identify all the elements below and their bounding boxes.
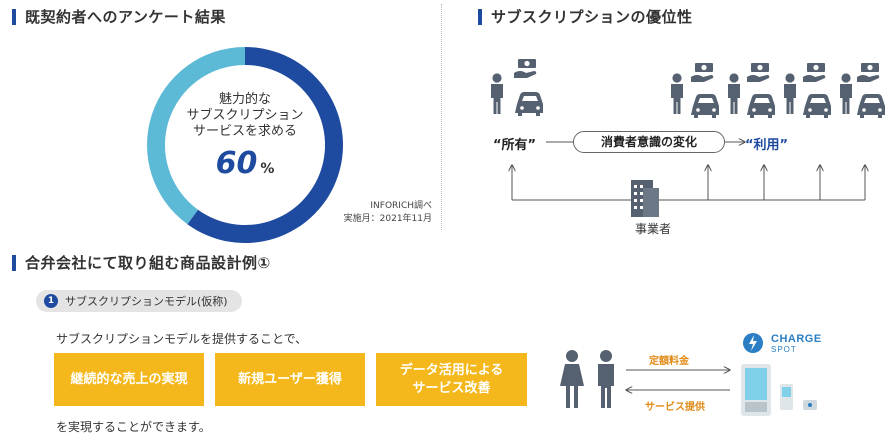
person-icon [491,73,503,114]
building-icon [631,180,659,217]
benefit-box-revenue: 継続的な売上の実現 [54,353,204,406]
model-pill-label: サブスクリプションモデル(仮称) [65,295,228,308]
car-icon [691,94,719,118]
donut-slice-other [147,47,245,225]
source-line1: INFORICH調べ [370,201,432,211]
ownership-label: “所有” [493,138,537,153]
benefit-label: 継続的な売上の実現 [70,371,188,387]
money-hand-icon [514,59,537,78]
consumer-change-pill: 消費者意識の変化 [573,131,725,153]
car-icon [747,94,775,118]
benefit-label-line2: サービス改善 [412,380,491,396]
benefit-box-data: データ活用による サービス改善 [376,353,527,406]
advantage-section-title: サブスクリプションの優位性 [478,6,693,27]
source-line2: 実施月：2021年11月 [343,214,432,224]
person-icon [671,73,683,114]
title-accent-bar [12,254,16,271]
donut-center-text: 魅力的な サブスクリプション サービスを求める [165,92,325,140]
charging-station-icon [741,364,817,416]
person-icon [840,73,852,114]
service-label: サービス提供 [645,402,705,413]
donut-text-line2: サブスクリプション [186,108,304,123]
percent-value: 60 [215,146,258,181]
man-icon [598,350,614,408]
usage-label: “利用” [745,138,789,153]
car-icon [857,94,885,118]
donut-slice-want [187,47,343,243]
advantage-title: サブスクリプションの優位性 [491,8,693,26]
title-accent-bar [12,8,16,25]
title-accent-bar [478,8,482,25]
money-hand-icon [747,63,770,82]
money-hand-icon [857,63,880,82]
person-icon [728,73,740,114]
model-pill-number: 1 [44,294,58,308]
intro-text: サブスクリプションモデルを提供することで、 [56,332,308,346]
donut-text-line1: 魅力的な [218,92,271,107]
ownership-group [491,59,543,116]
operator-label: 事業者 [634,222,671,236]
survey-section-title: 既契約者へのアンケート結果 [12,6,226,27]
survey-donut-chart [147,47,343,243]
brand-sub: SPOT [771,345,797,354]
vertical-divider [441,4,442,230]
design-section-title: 合弁会社にて取り組む商品設計例① [12,252,271,273]
design-title: 合弁会社にて取り組む商品設計例① [25,254,271,272]
fee-label: 定額料金 [649,356,689,367]
donut-text-line3: サービスを求める [192,124,297,139]
usage-group-3 [784,63,831,118]
model-pill: 1 サブスクリプションモデル(仮称) [36,290,242,312]
benefit-label-line1: データ活用による [399,362,504,378]
woman-icon [560,350,584,408]
person-icon [784,73,796,114]
benefit-label: 新規ユーザー獲得 [238,371,342,387]
usage-group-1 [671,63,719,118]
survey-title: 既契約者へのアンケート結果 [25,8,226,26]
percent-unit: % [260,161,275,177]
usage-group-2 [728,63,775,118]
car-icon [803,94,831,118]
survey-source: INFORICH調べ 実施月：2021年11月 [344,200,432,226]
usage-group-4 [840,63,885,118]
charge-logo-icon [743,333,763,353]
car-icon [515,92,543,116]
money-hand-icon [803,63,826,82]
brand-name: CHARGE [771,333,822,345]
benefit-box-users: 新規ユーザー獲得 [215,353,365,406]
outro-text: を実現することができます。 [56,420,211,434]
money-hand-icon [691,63,714,82]
donut-percent: 60% [195,146,295,181]
